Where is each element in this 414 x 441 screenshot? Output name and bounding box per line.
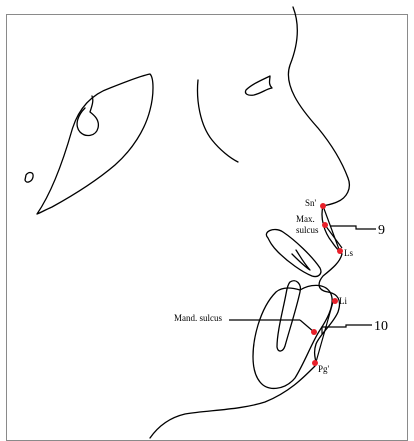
landmark-li: [332, 298, 338, 304]
angle-10-bracket: [322, 325, 372, 334]
label-li: Li: [339, 296, 347, 306]
label-angle-9: 9: [378, 223, 385, 238]
upper-incisor: [266, 230, 321, 277]
label-max-sulcus-line1: Max.: [296, 214, 315, 224]
label-ls: Ls: [344, 248, 353, 258]
orbit-contour: [37, 74, 153, 214]
small-oval: [25, 173, 33, 183]
cheek-contour: [198, 80, 238, 162]
label-pg: Pg': [318, 364, 330, 374]
label-angle-10: 10: [374, 319, 388, 334]
label-mand-sulcus: Mand. sulcus: [174, 313, 222, 323]
angle-9-bracket: [330, 226, 376, 229]
landmark-sn: [320, 203, 326, 209]
lower-incisor: [277, 281, 300, 351]
upper-lip-line: [323, 206, 340, 252]
nostril-outline: [245, 76, 272, 95]
landmark-ls: [337, 248, 343, 254]
label-sn: Sn': [305, 198, 317, 208]
figure-border: [7, 15, 408, 441]
landmark-max-sulcus: [322, 222, 328, 228]
label-max-sulcus-line2: sulcus: [296, 225, 319, 235]
landmark-mand-sulcus: [311, 329, 317, 335]
